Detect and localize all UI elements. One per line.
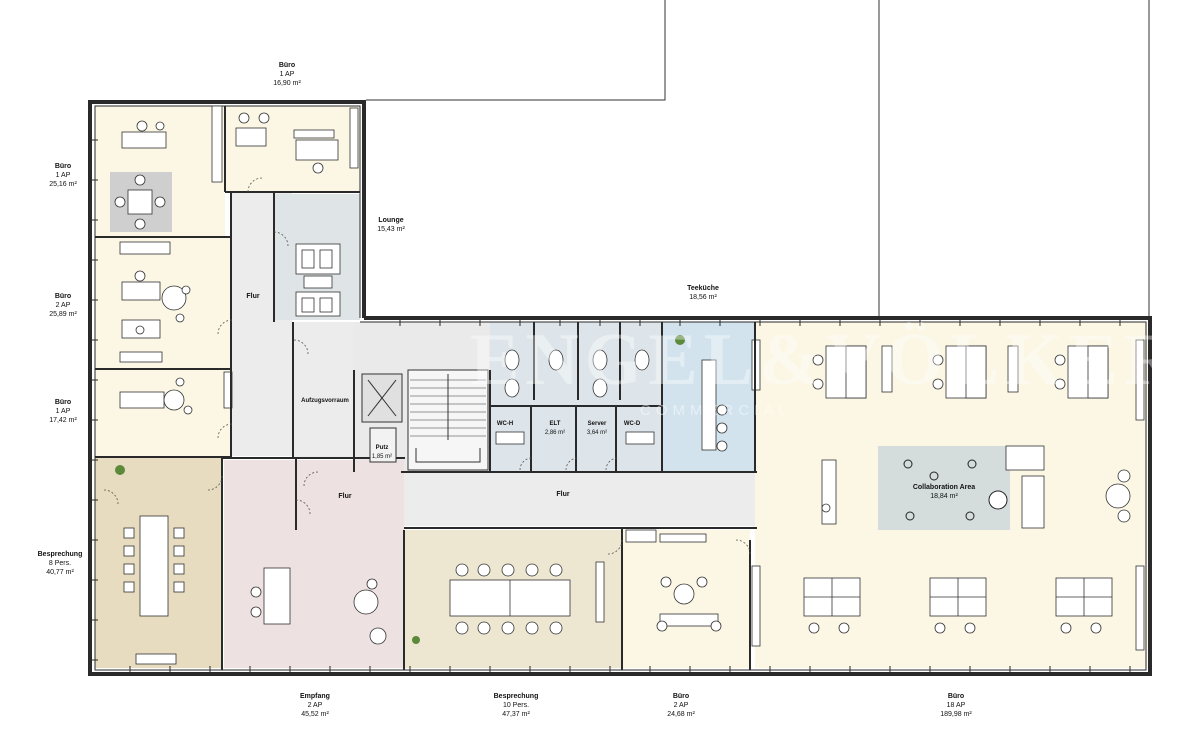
meeting-furniture (123, 515, 722, 665)
room-collab-fill (878, 446, 1010, 530)
room-flur-m-fill (401, 472, 757, 526)
exterior-walls (88, 100, 1152, 676)
open-office-desks (803, 345, 1131, 634)
watermark: ENGEL&VÖLKERS (470, 319, 1200, 401)
door-swings (103, 177, 751, 555)
room-buero-l2-fill (95, 238, 230, 368)
wc-fixtures (495, 349, 728, 543)
label-wc-h: WC-H (496, 421, 514, 427)
label-flur-vertical: Flur (246, 293, 260, 300)
elevator-stair (361, 369, 489, 471)
watermark-sub: COMMERCIAL (640, 402, 792, 419)
label-flur-main: Flur (556, 491, 570, 498)
office-furniture (110, 112, 339, 415)
room-aufzug-fill (294, 322, 354, 458)
collab-furniture (903, 459, 1008, 521)
facade-marks (90, 139, 1131, 674)
room-buero-l3-fill (95, 370, 230, 456)
label-wc-d: WC-D (623, 421, 641, 427)
plants (115, 335, 685, 644)
label-flur-small: Flur (338, 493, 352, 500)
label-aufzugsvorraum: Aufzugsvorraum (301, 398, 349, 404)
lounge-furniture (295, 243, 341, 317)
context-lines (366, 0, 1150, 318)
interior-walls (95, 106, 757, 670)
